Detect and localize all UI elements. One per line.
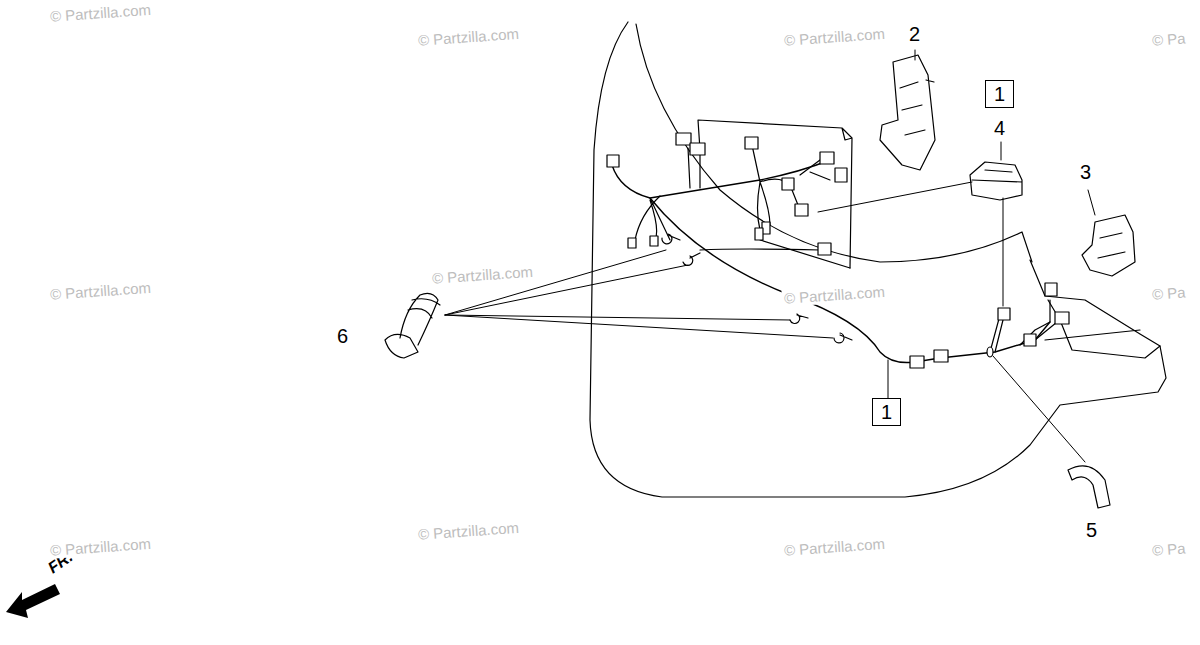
callout-number: 6 (337, 326, 348, 346)
reference-box: 1 (872, 398, 901, 426)
harness-branches (635, 145, 1062, 352)
front-arrow (6, 584, 60, 618)
watermark: © Partzilla.com (781, 283, 887, 307)
clip-part-4 (970, 162, 1022, 200)
reference-box: 1 (985, 80, 1014, 108)
watermark: © Partzilla.com (781, 25, 887, 49)
fairing-inner-edge (636, 24, 1032, 262)
harness-wire (612, 160, 1050, 363)
bracket-part-2 (880, 55, 935, 170)
reference-number: 1 (881, 401, 892, 423)
callout-number: 5 (1086, 520, 1097, 540)
leader-lines (445, 50, 1095, 462)
watermark: © Partzilla.com (415, 25, 521, 49)
clip-part-6 (385, 293, 440, 358)
callout-number: 4 (994, 118, 1005, 138)
watermark: © Partzilla.com (47, 1, 153, 25)
band-part-5 (1068, 466, 1110, 508)
watermark: © Partzilla.com (415, 519, 521, 543)
callout-number: 3 (1080, 162, 1091, 182)
watermark: © Partzilla.com (429, 263, 535, 287)
fairing-outline (590, 22, 1166, 497)
watermark: © Pa (1149, 539, 1188, 559)
callout-number: 2 (909, 24, 920, 44)
fairing-tail (1048, 300, 1160, 358)
watermark: © Pa (1149, 283, 1188, 303)
watermark: © Partzilla.com (47, 535, 153, 559)
watermark: © Partzilla.com (47, 279, 153, 303)
watermark: © Pa (1149, 29, 1188, 49)
connectors (607, 133, 1069, 368)
fairing-ledge (1045, 330, 1140, 340)
box-outline (698, 120, 852, 268)
box-lower-edge (760, 240, 850, 268)
bracket-part-3 (1082, 215, 1135, 276)
reference-number: 1 (994, 83, 1005, 105)
watermark: © Partzilla.com (781, 535, 887, 559)
